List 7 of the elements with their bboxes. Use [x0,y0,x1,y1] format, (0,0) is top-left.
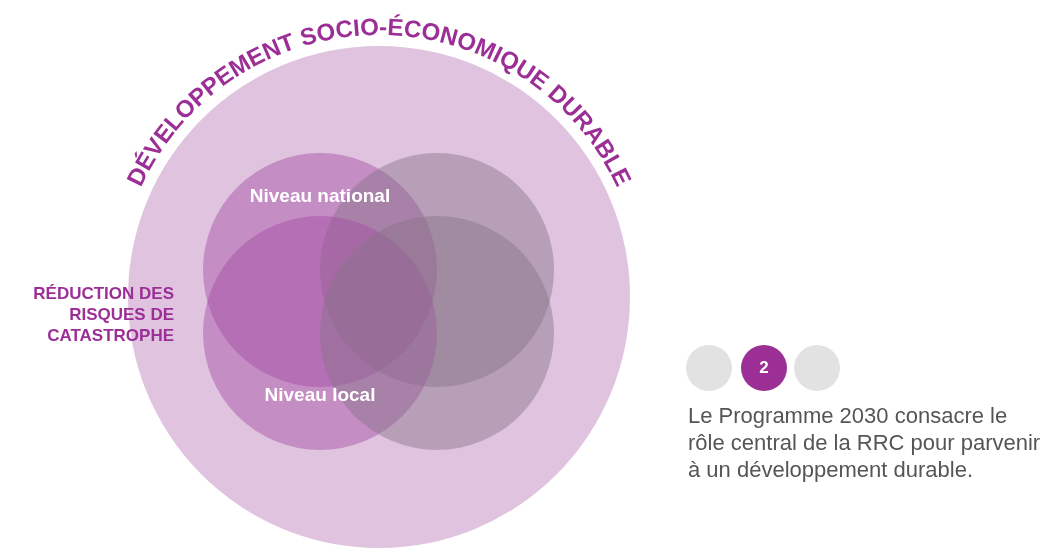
circle-label: Niveau national [249,185,391,207]
description-paragraph: Le Programme 2030 consacre le rôle central de la RRC pour parvenir à un développement durable. [688,402,1042,483]
page-dot [686,345,732,391]
page-dot [794,345,840,391]
side-heading: RÉDUCTION DES RISQUES DE CATASTROPHE [32,283,174,346]
page-number-badge: 2 [741,345,787,391]
circle-label: Niveau local [264,384,376,406]
